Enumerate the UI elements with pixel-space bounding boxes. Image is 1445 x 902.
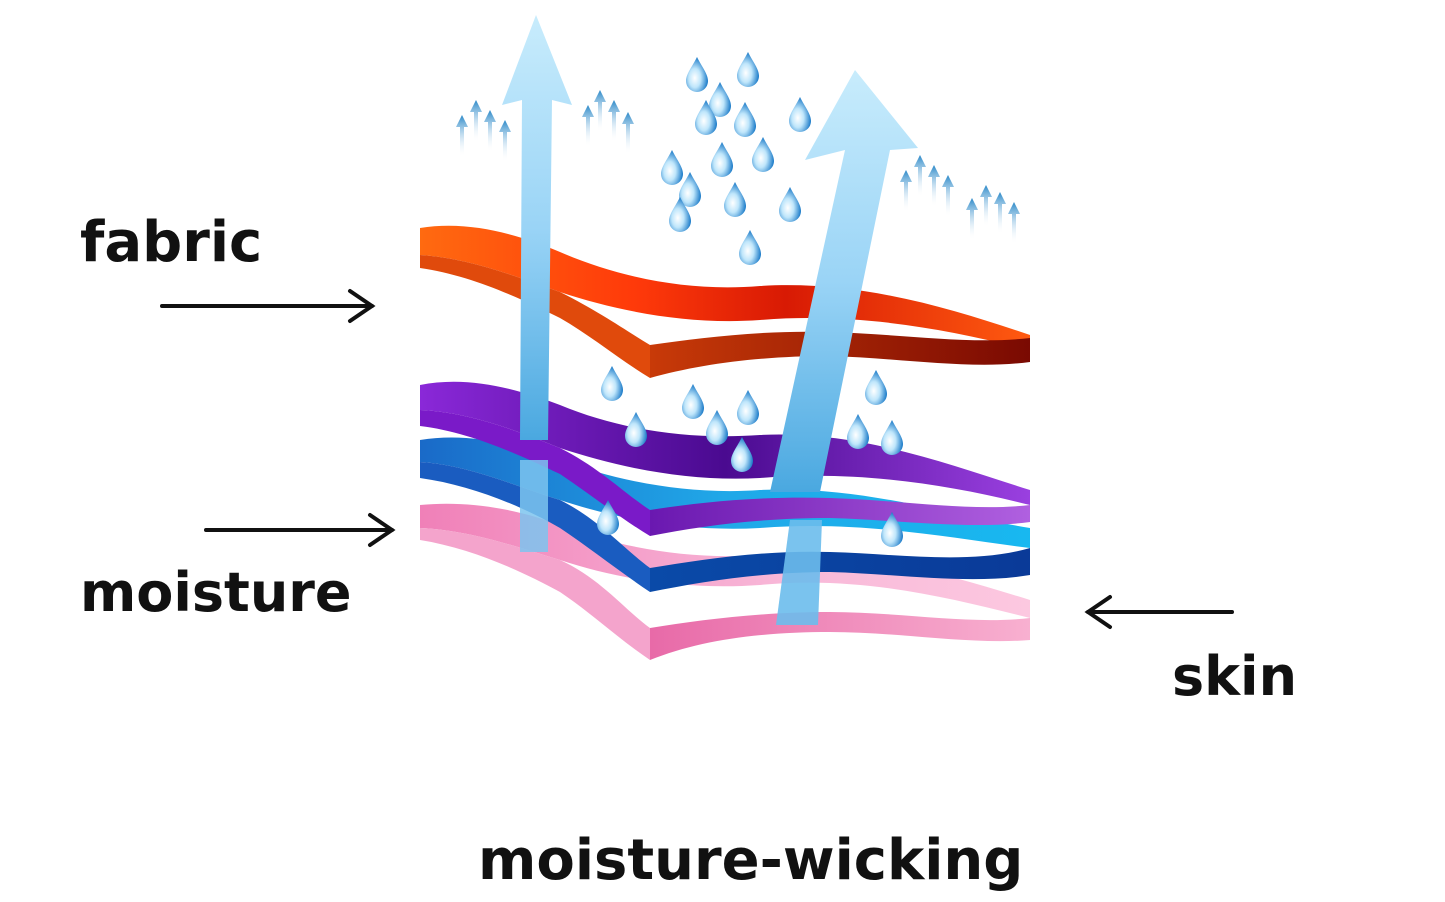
moisture-label: moisture (80, 561, 352, 624)
vapor-arrow-icon (502, 15, 572, 440)
vapor-arrow-icon (770, 70, 918, 492)
vapor-arrow-lower (520, 460, 822, 625)
arrow-right-icon (204, 513, 396, 547)
fabric-label: fabric (80, 210, 263, 275)
arrow-right-icon (160, 289, 376, 323)
purple-layer (420, 381, 1030, 536)
skin-label: skin (1172, 645, 1298, 708)
arrow-left-icon (1084, 595, 1234, 629)
water-droplet-icon (661, 52, 811, 265)
diagram-caption: moisture-wicking (478, 828, 1024, 893)
fabric-layer (420, 225, 1030, 378)
